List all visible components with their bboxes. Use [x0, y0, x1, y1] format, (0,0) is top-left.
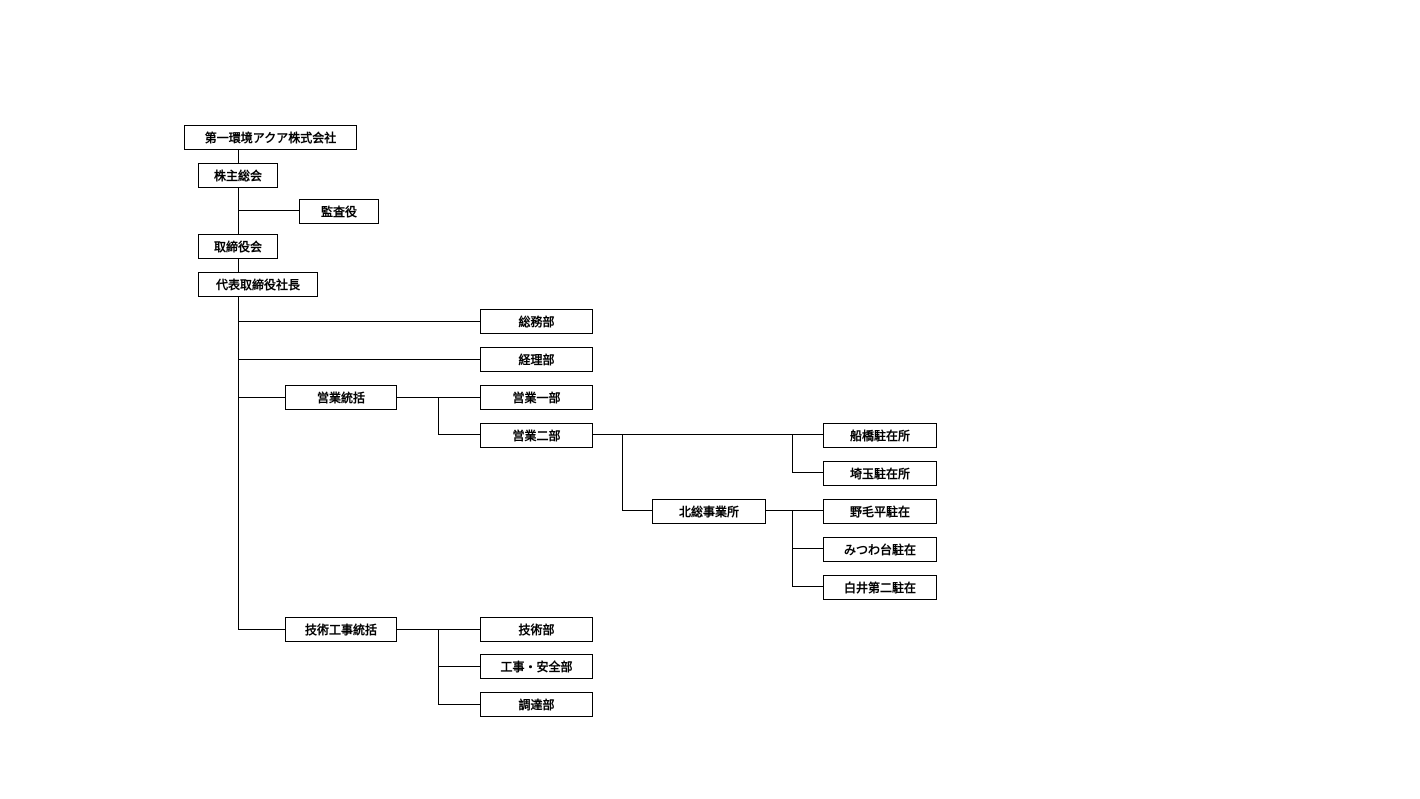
shareholders-meeting-box: 株主総会 — [198, 163, 278, 188]
connector-line — [792, 586, 824, 587]
connector-line — [438, 666, 481, 667]
connector-line — [238, 359, 481, 360]
saitama-office-box: 埼玉駐在所 — [823, 461, 937, 486]
technical-dept-box: 技術部 — [480, 617, 593, 642]
connector-line — [792, 434, 793, 473]
shiroi-daini-box: 白井第二駐在 — [823, 575, 937, 600]
accounting-box: 経理部 — [480, 347, 593, 372]
hokuso-office-box: 北総事業所 — [652, 499, 766, 524]
connector-line — [238, 321, 481, 322]
sales-dept-1-box: 営業一部 — [480, 385, 593, 410]
auditor-box: 監査役 — [299, 199, 379, 224]
connector-line — [238, 210, 300, 211]
nogebira-box: 野毛平駐在 — [823, 499, 937, 524]
company-box: 第一環境アクア株式会社 — [184, 125, 357, 150]
connector-line — [792, 472, 824, 473]
engineering-division-box: 技術工事統括 — [285, 617, 397, 642]
connector-line — [438, 434, 481, 435]
general-affairs-box: 総務部 — [480, 309, 593, 334]
president-box: 代表取締役社長 — [198, 272, 318, 297]
connector-line — [622, 434, 623, 511]
connector-line — [438, 397, 439, 435]
sales-division-box: 営業統括 — [285, 385, 397, 410]
connector-line — [592, 434, 824, 435]
sales-dept-2-box: 営業二部 — [480, 423, 593, 448]
board-box: 取締役会 — [198, 234, 278, 259]
connector-line — [622, 510, 653, 511]
connector-line — [238, 629, 286, 630]
funabashi-office-box: 船橋駐在所 — [823, 423, 937, 448]
connector-line — [238, 397, 286, 398]
mitsuwadai-box: みつわ台駐在 — [823, 537, 937, 562]
connector-line — [238, 149, 239, 629]
connector-line — [792, 548, 824, 549]
connector-line — [438, 629, 439, 705]
procurement-dept-box: 調達部 — [480, 692, 593, 717]
connector-line — [438, 704, 481, 705]
connector-line — [765, 510, 824, 511]
construction-safety-dept-box: 工事・安全部 — [480, 654, 593, 679]
